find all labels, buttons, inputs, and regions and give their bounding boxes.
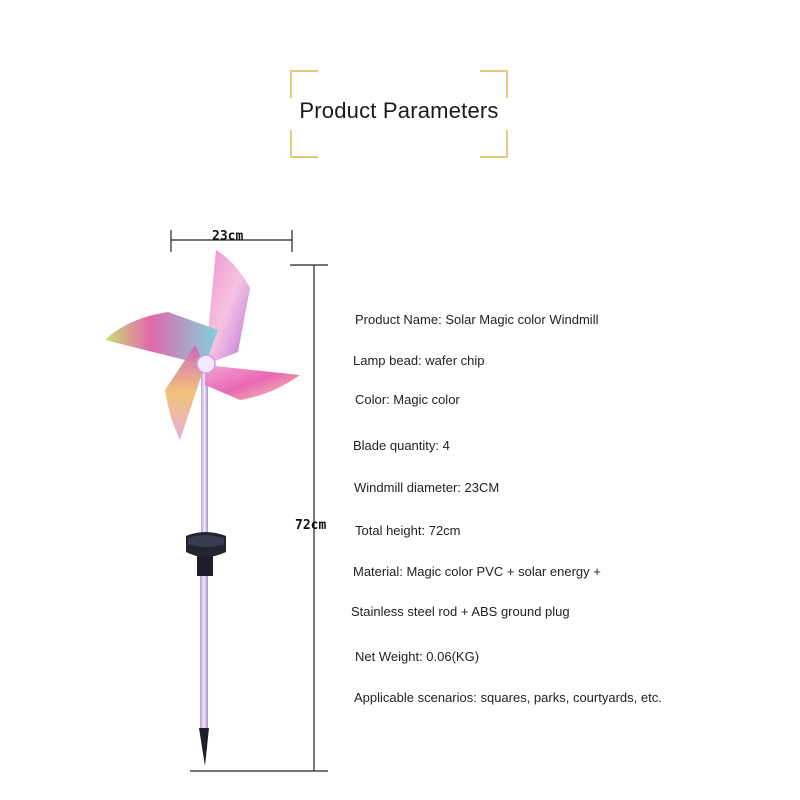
spec-material: Material: Magic color PVC + solar energy… bbox=[353, 564, 601, 579]
spec-windmill-diameter: Windmill diameter: 23CM bbox=[354, 480, 500, 495]
spec-material-continued: Stainless steel rod + ABS ground plug bbox=[351, 604, 570, 619]
width-dimension bbox=[170, 230, 293, 252]
windmill-blades bbox=[105, 250, 300, 440]
windmill-rod bbox=[199, 372, 209, 766]
spec-blade-quantity: Blade quantity: 4 bbox=[353, 438, 450, 453]
spec-net-weight: Net Weight: 0.06(KG) bbox=[355, 649, 480, 664]
frame-corner-top-left bbox=[290, 70, 318, 98]
frame-corner-top-right bbox=[480, 70, 508, 98]
height-dimension bbox=[190, 264, 328, 772]
height-label: 72cm bbox=[295, 518, 327, 533]
spec-product-name: Product Name: Solar Magic color Windmill bbox=[355, 312, 599, 327]
spec-lamp-bead: Lamp bead: wafer chip bbox=[353, 353, 485, 368]
spec-applicable-scenarios: Applicable scenarios: squares, parks, co… bbox=[354, 690, 662, 705]
spec-total-height: Total height: 72cm bbox=[355, 523, 461, 538]
solar-panel bbox=[186, 532, 226, 576]
spec-color: Color: Magic color bbox=[355, 392, 460, 407]
title-frame: Product Parameters bbox=[290, 70, 508, 158]
width-label: 23cm bbox=[212, 229, 244, 244]
frame-corner-bottom-right bbox=[480, 130, 508, 158]
page-title: Product Parameters bbox=[299, 98, 499, 123]
frame-corner-bottom-left bbox=[290, 130, 318, 158]
